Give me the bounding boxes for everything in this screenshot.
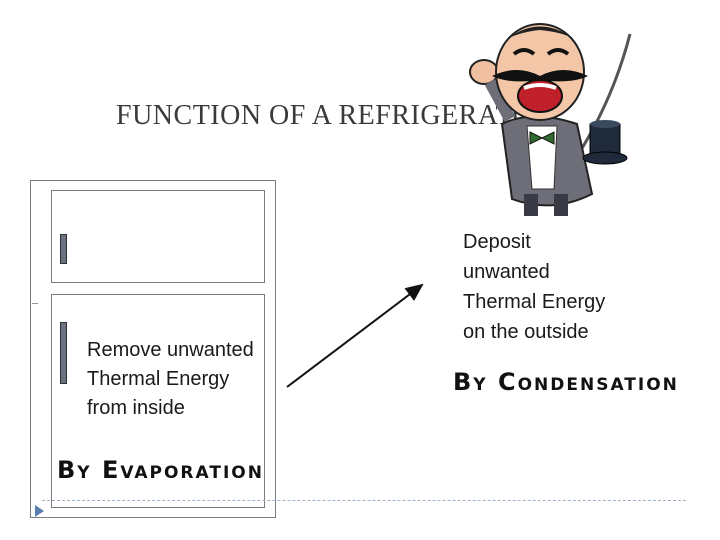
outside-description: Deposit unwanted Thermal Energy on the o… <box>463 227 605 347</box>
evaporation-label: By Evaporation <box>57 456 264 484</box>
outside-line: Thermal Energy <box>463 291 606 313</box>
outside-line: unwanted <box>463 261 550 283</box>
inside-line: from inside <box>87 397 185 419</box>
fridge-door <box>51 294 265 508</box>
inside-line: Remove unwanted <box>87 339 254 361</box>
outside-line: Deposit <box>463 231 531 253</box>
condensation-label: By Condensation <box>453 368 679 396</box>
inside-description: Remove unwanted Thermal Energy from insi… <box>87 336 254 423</box>
nav-arrow-icon[interactable] <box>35 505 44 517</box>
slide-title: FUNCTION OF A REFRIGERATOR <box>116 100 553 131</box>
cartoon-man-icon <box>469 23 632 216</box>
fridge-handle <box>60 322 67 384</box>
freezer-handle <box>60 234 67 264</box>
divider-mark <box>32 303 38 304</box>
inside-line: Thermal Energy <box>87 368 230 390</box>
footer-divider <box>42 500 686 501</box>
freezer-door <box>51 190 265 283</box>
outside-line: on the outside <box>463 321 589 343</box>
